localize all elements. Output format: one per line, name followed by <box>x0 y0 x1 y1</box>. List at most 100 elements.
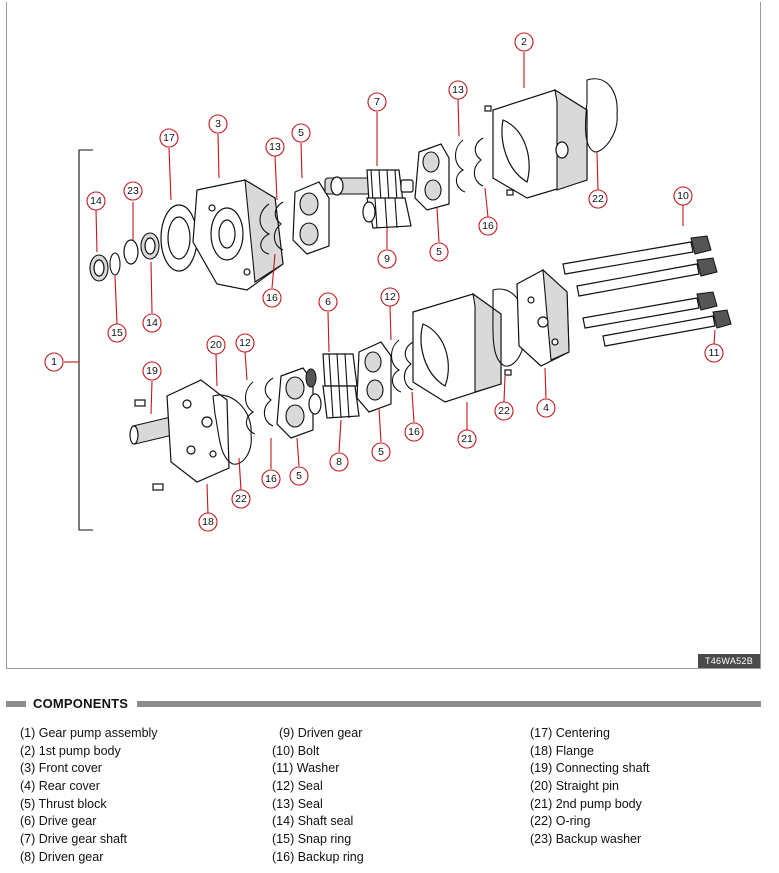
part-first-pump-body <box>484 88 588 199</box>
callout-16-c: 16 <box>404 422 424 442</box>
part-o-ring-lower-right <box>492 288 526 367</box>
part-thrust-block-lower-left <box>276 367 314 439</box>
component-item: (15) Snap ring <box>272 832 352 847</box>
svg-text:22: 22 <box>235 493 247 505</box>
part-front-cover <box>192 178 284 291</box>
component-item: (8) Driven gear <box>20 849 104 864</box>
svg-text:15: 15 <box>111 327 123 339</box>
callout-13-a: 13 <box>265 137 285 157</box>
component-item: (11) Washer <box>272 761 340 776</box>
header-bar-right <box>137 701 761 707</box>
svg-text:13: 13 <box>452 84 464 96</box>
callout-22-c: 22 <box>231 489 251 509</box>
callout-22-b: 22 <box>494 401 514 421</box>
callout-4: 4 <box>536 398 556 418</box>
callout-20: 20 <box>206 335 226 355</box>
part-centering <box>160 204 198 272</box>
callout-21: 21 <box>457 429 477 449</box>
callout-5-b: 5 <box>429 242 449 262</box>
component-item: (23) Backup washer <box>530 832 642 847</box>
part-driven-gear-lower <box>308 385 360 419</box>
part-backup-ring-upper-right <box>473 137 484 187</box>
part-bolts <box>562 235 732 347</box>
part-driven-gear-upper <box>362 197 412 229</box>
part-straight-pin-b <box>152 483 164 491</box>
component-item: (17) Centering <box>530 726 610 740</box>
svg-text:23: 23 <box>127 185 139 197</box>
svg-text:18: 18 <box>202 516 214 528</box>
section-title: COMPONENTS <box>33 696 129 711</box>
part-snap-ring <box>109 252 121 276</box>
svg-text:22: 22 <box>498 405 510 417</box>
component-item: (1) Gear pump assembly <box>20 726 158 740</box>
callout-14-a: 14 <box>86 191 106 211</box>
part-rear-cover <box>516 268 570 367</box>
callout-10: 10 <box>673 186 693 206</box>
part-o-ring-upper <box>584 78 618 153</box>
component-item: (2) 1st pump body <box>20 743 121 758</box>
component-item: (4) Rear cover <box>20 779 100 794</box>
callout-8: 8 <box>329 452 349 472</box>
svg-text:12: 12 <box>384 291 396 303</box>
callout-15: 15 <box>107 323 127 343</box>
callout-5-a: 5 <box>291 123 311 143</box>
components-section-header: COMPONENTS <box>6 695 761 713</box>
callout-22-a: 22 <box>588 189 608 209</box>
component-item: (10) Bolt <box>272 743 320 758</box>
callout-12-b: 12 <box>235 333 255 353</box>
svg-text:16: 16 <box>408 426 420 438</box>
callout-13-b: 13 <box>448 80 468 100</box>
exploded-diagram: 1 2 3 4 5 5 5 5 6 7 8 9 10 11 12 12 13 1… <box>44 32 732 532</box>
exploded-view-figure: 1 2 3 4 5 5 5 5 6 7 8 9 10 11 12 12 13 1… <box>6 2 761 669</box>
svg-text:17: 17 <box>163 132 175 144</box>
part-backup-ring-lower-left <box>263 377 274 427</box>
svg-text:16: 16 <box>266 292 278 304</box>
callout-3: 3 <box>208 114 228 134</box>
part-drive-gear <box>305 353 358 388</box>
component-item: (20) Straight pin <box>530 779 619 794</box>
component-item: (22) O-ring <box>530 814 591 829</box>
svg-text:9: 9 <box>384 253 390 265</box>
svg-text:7: 7 <box>374 96 380 108</box>
assembly-bracket <box>78 149 93 531</box>
callout-16-b: 16 <box>478 216 498 236</box>
part-seal-upper-right <box>454 139 466 193</box>
part-connecting-shaft <box>129 415 178 445</box>
component-item: (9) Driven gear <box>279 726 363 740</box>
svg-text:4: 4 <box>543 402 549 414</box>
callout-23: 23 <box>123 181 143 201</box>
callout-9: 9 <box>377 249 397 269</box>
svg-text:13: 13 <box>269 141 281 153</box>
svg-text:22: 22 <box>592 193 604 205</box>
part-straight-pin-a <box>134 399 146 407</box>
components-column-1: (1) Gear pump assembly (2) 1st pump body… <box>20 725 158 867</box>
callout-18: 18 <box>198 512 218 532</box>
part-seal-upper-left <box>259 203 271 255</box>
leader-lines <box>64 52 716 515</box>
svg-text:2: 2 <box>521 36 527 48</box>
callout-1: 1 <box>44 352 64 372</box>
svg-text:8: 8 <box>336 456 342 468</box>
part-backup-washer <box>123 239 139 265</box>
part-seal-lower-right <box>390 339 402 393</box>
callout-16-d: 16 <box>261 469 281 489</box>
svg-text:19: 19 <box>146 365 158 377</box>
component-item: (19) Connecting shaft <box>530 761 650 776</box>
component-item: (6) Drive gear <box>20 814 97 829</box>
part-seal-lower-left <box>244 381 256 435</box>
svg-text:21: 21 <box>461 433 473 445</box>
svg-text:6: 6 <box>325 296 331 308</box>
component-item: (13) Seal <box>272 796 323 811</box>
callout-11: 11 <box>704 343 724 363</box>
part-drive-gear-shaft <box>324 169 414 203</box>
component-item: (18) Flange <box>530 743 594 758</box>
svg-text:5: 5 <box>378 446 384 458</box>
svg-text:10: 10 <box>677 190 689 202</box>
svg-text:20: 20 <box>210 339 222 351</box>
callout-17: 17 <box>159 128 179 148</box>
svg-text:3: 3 <box>215 118 221 130</box>
part-o-ring-lower-left <box>212 394 252 465</box>
component-item: (14) Shaft seal <box>272 814 354 829</box>
component-item: (5) Thrust block <box>20 796 107 811</box>
callout-2: 2 <box>514 32 534 52</box>
